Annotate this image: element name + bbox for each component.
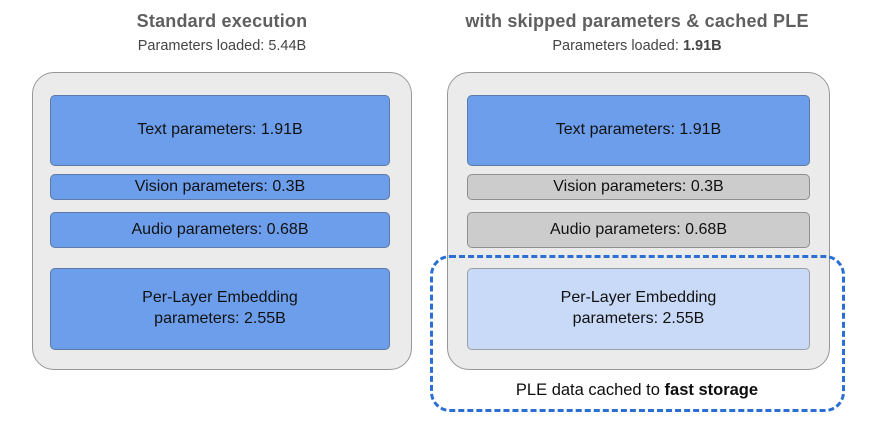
cached-ple-params-box: Per-Layer Embedding parameters: 2.55B [467,268,810,350]
cached-params-loaded-value: 1.91B [682,38,722,54]
cached-execution-title: with skipped parameters & cached PLE [465,11,809,31]
standard-params-loaded-value: 5.44B [268,38,307,54]
standard-vision-params-box: Vision parameters: 0.3B [50,174,390,200]
standard-execution-title: Standard execution [136,11,308,31]
ple-cache-note-bold: fast storage [664,381,759,399]
cached-text-params-box: Text parameters: 1.91B [467,95,810,166]
skipped-vision-params-box: Vision parameters: 0.3B [467,174,810,200]
cached-params-loaded: Parameters loaded: 1.91B [437,38,837,54]
standard-params-loaded: Parameters loaded: 5.44B [32,38,412,54]
standard-audio-params-box: Audio parameters: 0.68B [50,212,390,248]
standard-params-loaded-label: Parameters loaded: [137,38,269,54]
standard-ple-params-box: Per-Layer Embedding parameters: 2.55B [50,268,390,350]
ple-cache-note: PLE data cached to fast storage [437,381,837,400]
cached-params-loaded-label: Parameters loaded: [552,38,683,54]
standard-text-params-box: Text parameters: 1.91B [50,95,390,166]
skipped-audio-params-box: Audio parameters: 0.68B [467,212,810,248]
ple-cache-note-prefix: PLE data cached to [515,381,665,399]
